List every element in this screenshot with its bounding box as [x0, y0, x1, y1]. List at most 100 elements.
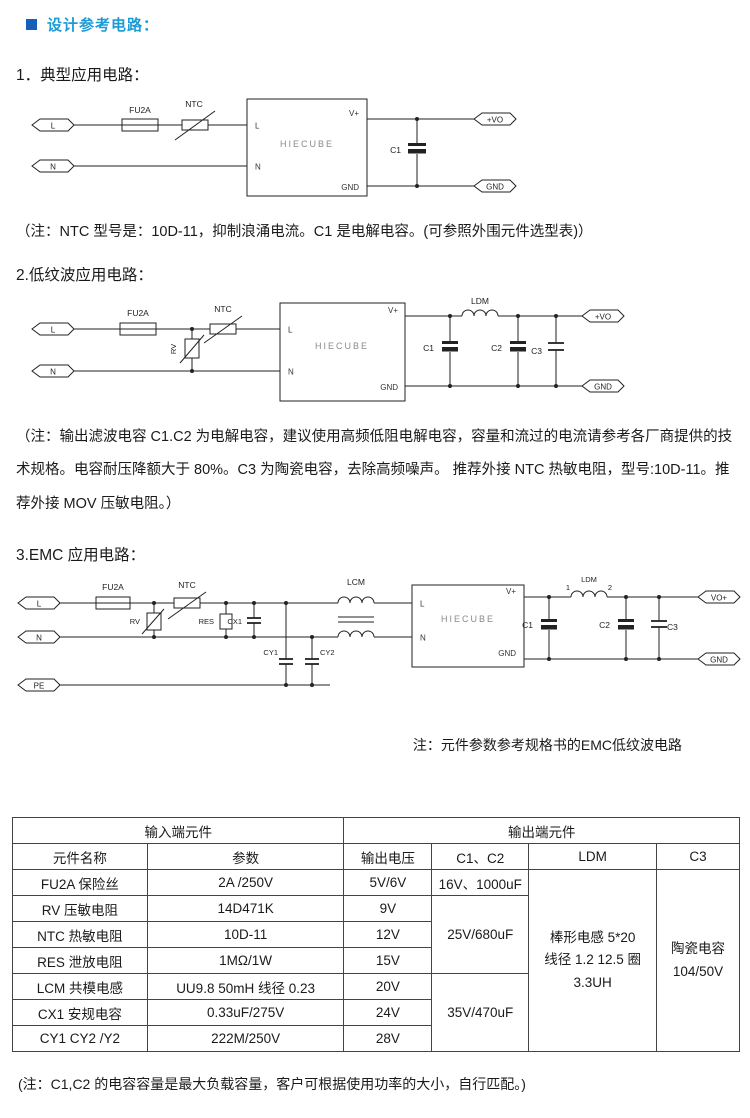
- terminal-PE: PE: [17, 678, 61, 692]
- circuit-2-low-ripple-schematic: L N FU2A RV NTC HIECUBE L N V+: [31, 296, 625, 402]
- component-selection-table: 输入端元件 输出端元件 元件名称 参数 输出电压 C1、C2 LDM C3 FU…: [11, 817, 740, 1053]
- inductor-ldm-label: LDM: [471, 296, 489, 306]
- cell-voltage: 15V: [343, 947, 433, 975]
- cap-cx1-symbol: [247, 601, 261, 640]
- bleeder-res-label: RES: [199, 617, 214, 626]
- ntc-symbol: [167, 591, 207, 620]
- ldm-line3: 3.3UH: [573, 974, 612, 990]
- section2-note: （注：输出滤波电容 C1.C2 为电解电容，建议使用高频低阻电解电容，容量和流过…: [16, 429, 733, 512]
- ldm-line2: 线径 1.2 12.5 圈: [544, 952, 642, 968]
- terminal-N: N: [31, 159, 75, 173]
- cell-voltage: 24V: [343, 999, 433, 1027]
- page-title: 设计参考电路：: [47, 17, 160, 34]
- cap-c3-symbol: [548, 314, 564, 388]
- chip-name-label: HIECUBE: [441, 614, 495, 624]
- cell-name: CX1 安规电容: [12, 999, 148, 1027]
- col-header-voltage: 输出电压: [343, 843, 433, 871]
- circuit1-wrap: L N FU2A NTC HIECUBE L N V+ GND: [22, 91, 742, 206]
- cell-param: 2A /250V: [146, 869, 345, 897]
- col-header-name: 元件名称: [12, 843, 148, 871]
- terminal-N: N: [31, 364, 75, 378]
- col-header-param: 参数: [146, 843, 345, 871]
- terminal-N-label: N: [36, 634, 42, 643]
- footer-note: (注：C1,C2 的电容容量是最大负载容量，客户可根据使用功率的大小，自行匹配。…: [18, 1076, 526, 1093]
- chip-name-label: HIECUBE: [315, 341, 369, 351]
- varistor-rv-symbol: [141, 601, 165, 640]
- fuse-symbol: [95, 596, 131, 610]
- ntc-symbol: [203, 315, 243, 344]
- terminal-gnd: GND: [581, 379, 625, 393]
- common-mode-choke-lcm-label: LCM: [347, 577, 365, 587]
- chip-name-label: HIECUBE: [280, 139, 334, 149]
- terminal-PE-label: PE: [34, 682, 45, 691]
- cap-c1-label: C1: [390, 145, 401, 155]
- cell-voltage: 28V: [343, 1025, 433, 1053]
- pin-l-label: L: [255, 122, 260, 131]
- cell-param: UU9.8 50mH 线径 0.23: [146, 973, 345, 1001]
- cell-name: LCM 共模电感: [12, 973, 148, 1001]
- terminal-gnd-label: GND: [710, 656, 728, 665]
- cap-c2-symbol: [510, 314, 526, 388]
- terminal-gnd-label: GND: [594, 383, 612, 392]
- cap-c1-symbol: [408, 117, 426, 188]
- fuse-label: FU2A: [102, 582, 124, 592]
- terminal-vo-label: VO+: [711, 594, 728, 603]
- hiecube-module-box: HIECUBE L N V+ GND: [411, 584, 525, 668]
- terminal-gnd: GND: [473, 179, 517, 193]
- varistor-rv-label: RV: [169, 344, 178, 354]
- cell-param: 14D471K: [146, 895, 345, 923]
- hiecube-module-box: HIECUBE L N V+ GND: [246, 98, 368, 197]
- cell-param: 1MΩ/1W: [146, 947, 345, 975]
- ldm-pin1-label: 1: [566, 583, 570, 592]
- cap-cy1-label: CY1: [263, 648, 278, 657]
- cell-voltage: 20V: [343, 973, 433, 1001]
- col-header-c1c2: C1、C2: [431, 843, 530, 871]
- ldm-pin2-label: 2: [608, 583, 612, 592]
- hiecube-module-box: HIECUBE L N V+ GND: [279, 302, 406, 402]
- cap-cy1-symbol: [279, 601, 293, 688]
- terminal-vo-label: +VO: [487, 116, 503, 125]
- varistor-rv-label: RV: [130, 617, 140, 626]
- circuit2-wrap: L N FU2A RV NTC HIECUBE L N V+: [22, 291, 742, 413]
- cell-voltage: 9V: [343, 895, 433, 923]
- terminal-N: N: [17, 630, 61, 644]
- inductor-ldm-symbol: [461, 309, 499, 317]
- cell-name: FU2A 保险丝: [12, 869, 148, 897]
- bleeder-res-symbol: [219, 601, 233, 640]
- table-row: FU2A 保险丝 2A /250V 5V/6V 16V、1000uF 棒形电感 …: [12, 869, 740, 1053]
- fuse-symbol: [119, 322, 157, 336]
- cell-name: CY1 CY2 /Y2: [12, 1025, 148, 1053]
- section1-note: （注：NTC 型号是：10D-11，抑制浪涌电流。C1 是电解电容。(可参照外围…: [16, 224, 593, 240]
- terminal-gnd-label: GND: [486, 183, 504, 192]
- terminal-L-label: L: [51, 122, 56, 131]
- wires: [74, 315, 582, 387]
- cell-c1c2-group1: 16V、1000uF: [431, 869, 530, 897]
- fuse-label: FU2A: [127, 308, 149, 318]
- pin-gnd-label: GND: [341, 183, 359, 192]
- section-header: 设计参考电路：: [26, 14, 742, 35]
- circuit-3-emc-schematic: L N PE FU2A RV NTC: [17, 575, 741, 692]
- cap-c3-symbol: [651, 595, 667, 662]
- cell-c3: 陶瓷电容 104/50V: [656, 869, 740, 1053]
- pin-l-label: L: [420, 600, 425, 609]
- cap-c2-label: C2: [599, 620, 610, 630]
- wires: [74, 118, 474, 187]
- terminal-gnd: GND: [697, 652, 741, 666]
- cap-cy2-symbol: [305, 635, 319, 688]
- pin-n-label: N: [288, 368, 294, 377]
- cell-param: 222M/250V: [146, 1025, 345, 1053]
- ntc-label: NTC: [214, 304, 231, 314]
- ntc-label: NTC: [178, 580, 195, 590]
- terminal-vo-label: +VO: [595, 313, 611, 322]
- pin-l-label: L: [288, 326, 293, 335]
- cap-c2-label: C2: [491, 343, 502, 353]
- group-input-header: 输入端元件: [11, 817, 345, 845]
- table-row: LCM 共模电感 UU9.8 50mH 线径 0.23 20V 35V/470u…: [12, 973, 740, 1053]
- pin-n-label: N: [255, 163, 261, 172]
- blue-square-bullet-icon: [26, 19, 37, 30]
- ntc-symbol: [174, 110, 216, 141]
- fuse-label: FU2A: [129, 105, 151, 115]
- fuse-symbol: [121, 118, 159, 132]
- table-header-row: 元件名称 参数 输出电压 C1、C2 LDM C3: [12, 843, 740, 871]
